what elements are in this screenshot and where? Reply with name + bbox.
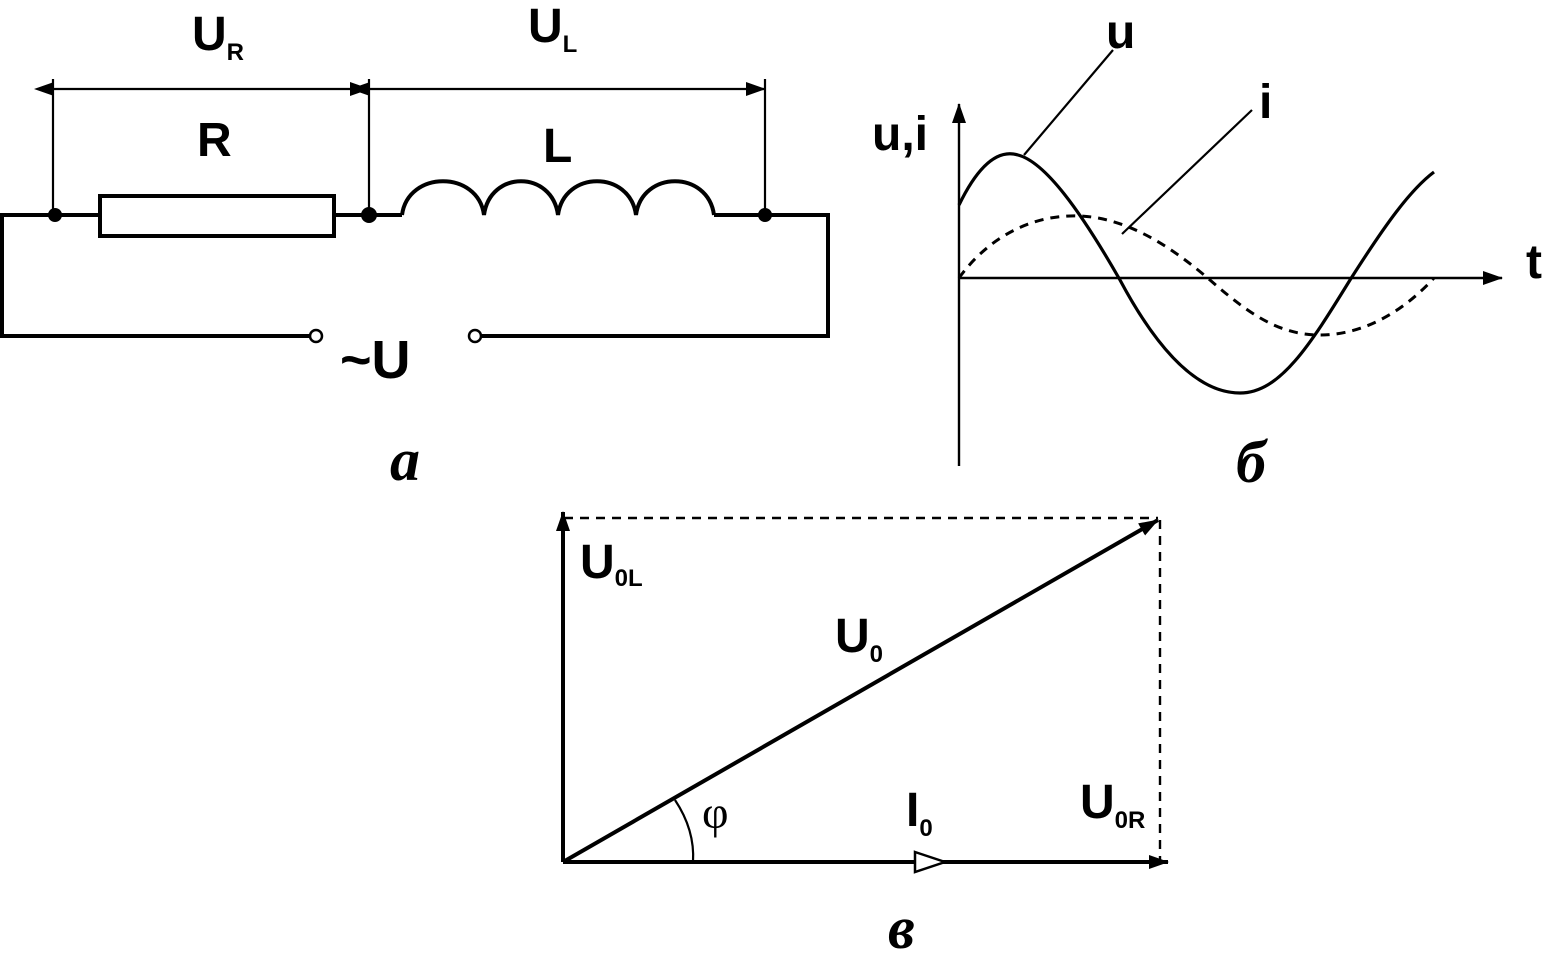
panel-label-a: а xyxy=(390,427,420,493)
voltage-waveform-u xyxy=(957,152,1435,395)
phasor-diagram: U0L U0 I0 U0R φ в xyxy=(556,511,1169,958)
waveform-graph: u,i t u i б xyxy=(872,6,1542,495)
phase-angle-label: φ xyxy=(702,787,729,838)
total-voltage-phasor xyxy=(562,518,1159,864)
phase-angle-arc xyxy=(674,799,695,863)
current-curve-leader xyxy=(1121,109,1253,235)
y-axis-label: u,i xyxy=(872,108,928,161)
source-terminal xyxy=(308,328,324,344)
resistor-voltage-label: UR xyxy=(192,8,244,66)
panel-label-b: б xyxy=(1236,429,1268,495)
total-voltage-label: U0 xyxy=(835,610,883,668)
circuit-wire xyxy=(0,213,316,338)
voltage-curve-leader xyxy=(1023,49,1114,156)
source-terminal xyxy=(467,328,483,344)
x-axis-label: t xyxy=(1526,236,1542,289)
resistor-symbol xyxy=(98,194,336,238)
voltage-curve-label: u xyxy=(1106,6,1135,59)
resistive-voltage-label: U0R xyxy=(1080,776,1145,834)
inductor-voltage-label: UL xyxy=(528,0,577,58)
inductor-symbol xyxy=(400,179,716,216)
current-waveform-i xyxy=(957,214,1436,337)
circuit-diagram: UR UL R L ~U а xyxy=(0,0,830,493)
current-phasor-arrowhead xyxy=(913,850,949,874)
current-curve-label: i xyxy=(1259,76,1272,129)
resistor-label: R xyxy=(197,114,232,167)
circuit-wire xyxy=(480,213,830,338)
inductive-voltage-label: U0L xyxy=(580,536,643,592)
circuit-node xyxy=(48,208,62,222)
current-phasor-label: I0 xyxy=(906,784,933,842)
source-voltage-label: ~U xyxy=(340,330,411,390)
panel-label-c: в xyxy=(888,895,915,958)
inductor-label: L xyxy=(543,120,572,173)
